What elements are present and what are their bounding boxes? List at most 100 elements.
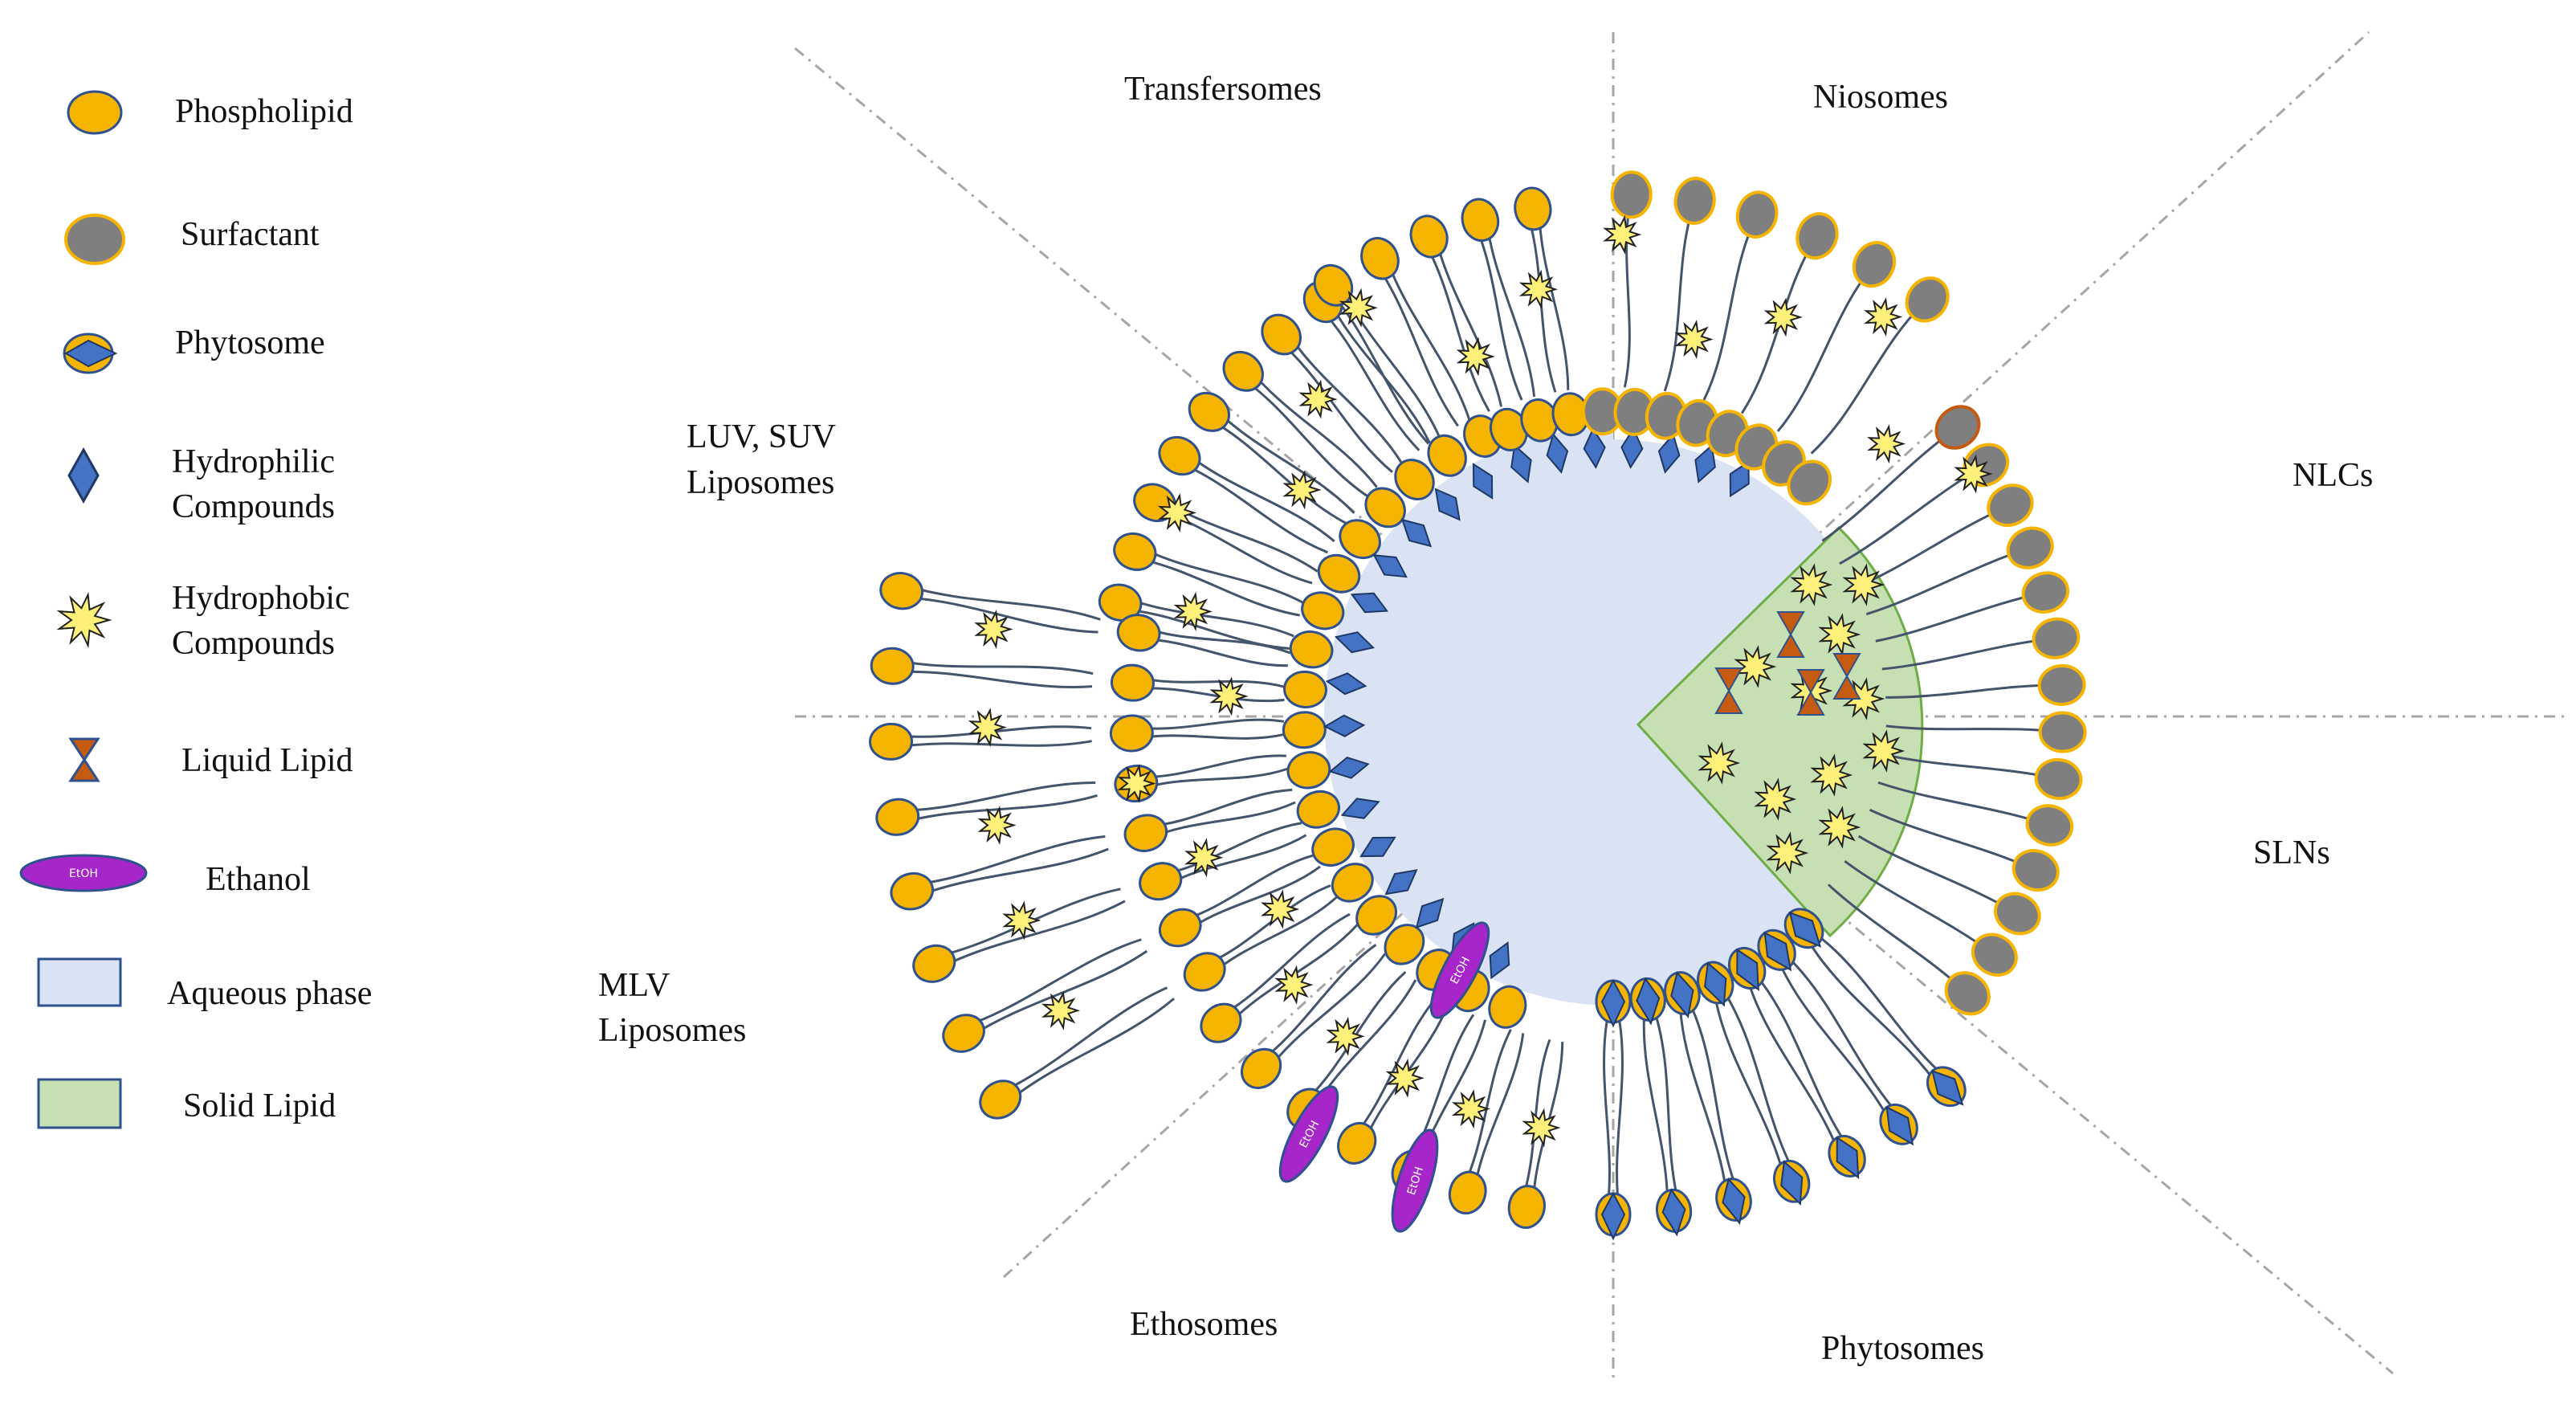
- surfactant-ellipse: [2006, 526, 2054, 569]
- surfactant-head: [1944, 971, 1991, 1016]
- surfactant-ellipse: [1795, 212, 1839, 260]
- hydrophilic-compound: [1350, 592, 1389, 614]
- phospholipid-ellipse: [1188, 391, 1230, 432]
- phospholipid-head: [1188, 391, 1230, 432]
- hydrophobic-compound: [1810, 753, 1853, 797]
- hydrophilic-compound: [1325, 672, 1367, 696]
- lipid-tail: [1162, 834, 1307, 889]
- phospholipid-ellipse: [1123, 814, 1168, 852]
- hydrophilic-compound: [1657, 432, 1681, 474]
- legend-ethanol-badge: EtOH: [69, 867, 98, 880]
- liquid-lipid: [1796, 669, 1825, 716]
- lipid-tail: [891, 670, 1093, 688]
- hydrophobic-compound: [1041, 990, 1081, 1030]
- phospholipid-head: [1364, 487, 1406, 528]
- lipid-tail: [1237, 374, 1369, 498]
- ethanol-ellipse: [1391, 1128, 1439, 1233]
- phospholipid-head: [1286, 751, 1331, 790]
- lipid-tail: [1616, 1021, 1624, 1215]
- phospholipid-ellipse: [870, 647, 915, 685]
- lipid-tail: [891, 740, 1092, 749]
- phospholipid-ellipse: [1139, 862, 1183, 901]
- phospholipid-head: [1427, 434, 1467, 477]
- surfactant-head: [1994, 892, 2041, 936]
- phospholipid-head: [1116, 614, 1161, 652]
- hydrophobic-compound: [1674, 319, 1714, 360]
- legend-phospholipid-icon: [67, 90, 123, 135]
- hydrophilic-diamond: [1400, 518, 1433, 548]
- phospholipid-ellipse: [1409, 214, 1449, 259]
- phospholipid-ellipse: [1384, 924, 1425, 965]
- phytosome-head: [1783, 908, 1824, 949]
- phytosome-diamond: [1670, 971, 1694, 1018]
- phospholipid-head: [1109, 714, 1154, 753]
- phytosome-head: [1828, 1134, 1866, 1180]
- lipid-tail: [1655, 1018, 1681, 1210]
- phospholipid-head: [1384, 924, 1425, 965]
- hydrophilic-diamond: [1546, 432, 1569, 474]
- hydrophobic-compound: [1209, 676, 1249, 716]
- phospholipid-head: [870, 647, 915, 685]
- hydrophobic-compound: [1754, 777, 1797, 821]
- hydrophobic-compound: [1954, 454, 1993, 494]
- label-nlcs: NLCs: [2293, 457, 2373, 494]
- lipid-tail: [1265, 953, 1386, 1074]
- hydrophobic-compound: [974, 610, 1013, 649]
- hydrophilic-compound: [1729, 460, 1750, 498]
- hydrophilic-diamond: [1415, 897, 1445, 929]
- label-slns: SLNs: [2253, 835, 2330, 871]
- lipid-tail: [902, 583, 1101, 621]
- lipid-tail: [1727, 998, 1799, 1180]
- phytosome-head: [1772, 1159, 1811, 1206]
- phytosome-head: [1697, 961, 1734, 1007]
- phytosome-diamond: [1780, 1160, 1804, 1206]
- liquid-lipid-bottom: [1776, 632, 1805, 658]
- hydrophobic-compound: [1456, 337, 1495, 377]
- phospholipid-head: [1200, 1002, 1242, 1043]
- hydrophobic-compound: [1339, 288, 1378, 328]
- hydrophobic-compound: [1117, 763, 1156, 804]
- legend-hydrophobic-label-2: Compounds: [172, 625, 335, 662]
- phospholipid-ellipse: [979, 1079, 1022, 1120]
- surfactant-ellipse: [1905, 276, 1950, 323]
- hydrophilic-compound: [1434, 488, 1461, 521]
- lipid-tail: [1137, 638, 1288, 667]
- phospholipid-head: [1317, 553, 1361, 594]
- lipid-tail: [1275, 337, 1393, 473]
- lipid-tail: [1204, 415, 1347, 524]
- legend-aqueous-swatch: [37, 957, 122, 1007]
- hydrophobic-compound: [1298, 379, 1338, 419]
- lipid-tail: [1132, 556, 1300, 617]
- phytosome-diamond: [1931, 1069, 1964, 1106]
- label-ethosomes: Ethosomes: [1130, 1306, 1278, 1343]
- label-luv-line-1: LUV, SUV: [687, 418, 836, 455]
- hydrophilic-diamond: [1328, 757, 1370, 779]
- phospholipid-ellipse: [1200, 1002, 1242, 1043]
- hydrophobic-compound: [968, 708, 1007, 748]
- surfactant-head: [2006, 526, 2054, 569]
- phospholipid-head: [1296, 790, 1340, 829]
- hydrophilic-diamond: [1372, 554, 1408, 578]
- phospholipid-ellipse: [1355, 895, 1397, 936]
- phytosome-head: [1595, 978, 1632, 1028]
- surfactant-head: [2025, 804, 2074, 847]
- lipid-tail: [1776, 263, 1876, 432]
- phospholipid-head: [1282, 670, 1327, 708]
- legend-surfactant-icon: [64, 214, 125, 265]
- surfactant-head: [1852, 241, 1897, 288]
- lipid-tail: [996, 986, 1168, 1096]
- lipid-tail: [896, 781, 1096, 812]
- phytosome-diamond: [1600, 1191, 1626, 1241]
- lipid-tail: [1182, 449, 1335, 543]
- hydrophilic-diamond: [1489, 941, 1510, 980]
- phospholipid-head: [912, 944, 956, 983]
- phytosome-head: [1595, 1191, 1632, 1241]
- lipid-tail: [1384, 255, 1471, 421]
- phospholipid-head: [1158, 435, 1201, 476]
- hydrophobic-compound: [1451, 1089, 1490, 1129]
- lipid-tail: [900, 596, 1098, 634]
- legend-hydrophobic-label-1: Hydrophobic: [172, 580, 350, 617]
- nlc-head: [1934, 405, 1981, 450]
- phospholipid-ellipse: [1158, 908, 1202, 948]
